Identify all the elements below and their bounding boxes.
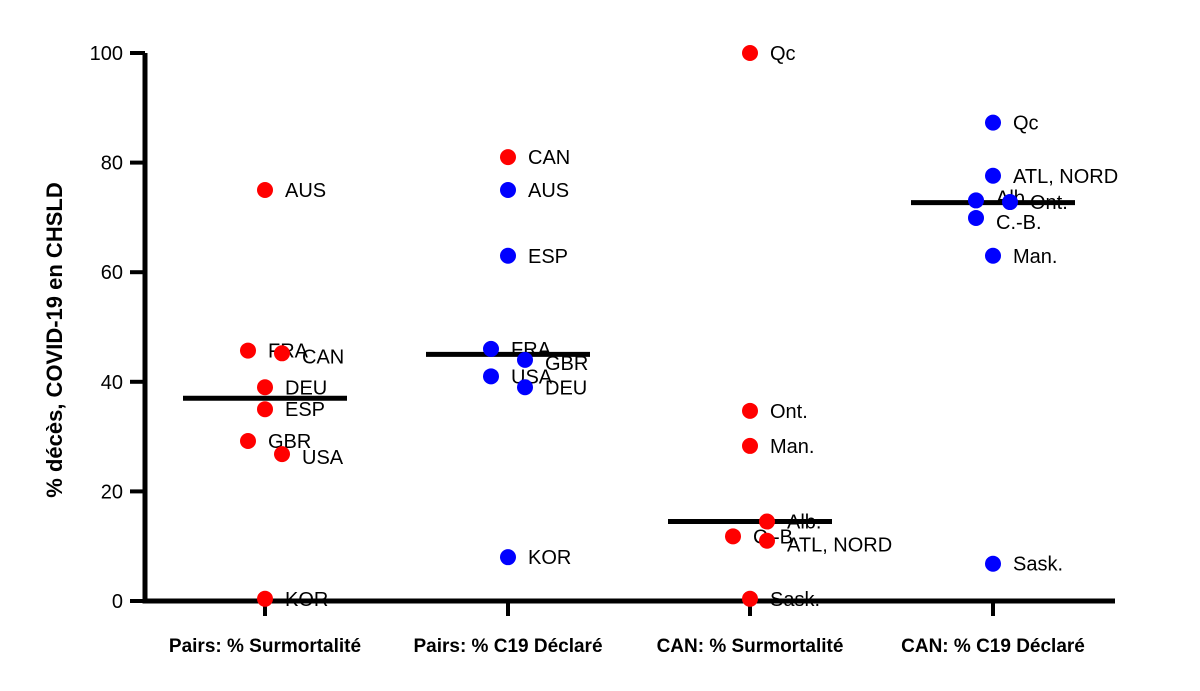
x-category-label: CAN: % C19 Déclaré bbox=[901, 636, 1085, 657]
data-point bbox=[240, 342, 256, 359]
x-categories: Pairs: % Surmortalité Pairs: % C19 Déclar… bbox=[169, 601, 1085, 657]
point-label: CAN bbox=[302, 346, 344, 368]
point-label: Man. bbox=[770, 436, 814, 458]
point-label: ATL, NORD bbox=[787, 535, 892, 557]
axes bbox=[142, 53, 1115, 604]
data-point bbox=[985, 247, 1001, 264]
data-point bbox=[742, 45, 758, 61]
data-point bbox=[968, 209, 984, 226]
point-label: C.-B. bbox=[996, 212, 1042, 234]
data-point bbox=[517, 379, 533, 396]
data-point bbox=[759, 513, 775, 530]
data-point bbox=[500, 182, 516, 198]
y-axis-label: % décès, COVID-19 en CHSLD bbox=[42, 182, 67, 497]
data-point bbox=[517, 351, 533, 368]
data-point bbox=[257, 379, 273, 396]
y-tick-label: 80 bbox=[101, 153, 123, 175]
point-label: AUS bbox=[285, 180, 326, 202]
data-point bbox=[483, 340, 499, 357]
x-category-label: CAN: % Surmortalité bbox=[657, 636, 844, 657]
data-point bbox=[1002, 194, 1018, 211]
data-point bbox=[483, 368, 499, 385]
point-label: Qc bbox=[1013, 113, 1039, 135]
data-point bbox=[500, 149, 516, 166]
data-point bbox=[500, 549, 516, 566]
data-point bbox=[725, 528, 741, 545]
y-tick-label: 60 bbox=[101, 262, 123, 284]
point-label: AUS bbox=[528, 180, 569, 202]
data-point bbox=[257, 182, 273, 198]
data-point bbox=[985, 167, 1001, 184]
y-tick-label: 0 bbox=[112, 591, 123, 613]
data-point bbox=[274, 345, 290, 362]
point-label: Alb. bbox=[787, 512, 821, 534]
x-category-label: Pairs: % Surmortalité bbox=[169, 636, 361, 657]
y-ticks: 0 20 40 60 80 100 bbox=[90, 43, 145, 613]
data-point bbox=[742, 590, 758, 607]
data-point bbox=[500, 247, 516, 264]
point-label: KOR bbox=[528, 547, 571, 569]
y-tick-label: 100 bbox=[90, 43, 123, 65]
point-label: USA bbox=[302, 447, 344, 469]
point-label: Qc bbox=[770, 43, 796, 65]
point-label: Ont. bbox=[770, 401, 808, 423]
point-label: Ont. bbox=[1030, 192, 1068, 214]
data-point bbox=[274, 446, 290, 463]
y-tick-label: 20 bbox=[101, 481, 123, 503]
point-label: Sask. bbox=[1013, 554, 1063, 576]
x-category-label: Pairs: % C19 Déclaré bbox=[413, 636, 602, 657]
point-label: ESP bbox=[285, 399, 325, 421]
data-point bbox=[257, 590, 273, 607]
data-point bbox=[742, 437, 758, 454]
median-lines bbox=[183, 200, 1075, 525]
point-label: Sask. bbox=[770, 589, 820, 611]
data-point bbox=[257, 401, 273, 418]
data-points: AUSFRACANDEUESPGBRUSAKORCANAUSESPFRAGBRU… bbox=[240, 43, 1118, 611]
point-label: CAN bbox=[528, 147, 570, 169]
data-point bbox=[240, 432, 256, 449]
point-label: ESP bbox=[528, 246, 568, 268]
y-tick-label: 40 bbox=[101, 372, 123, 394]
data-point bbox=[759, 532, 775, 549]
point-label: DEU bbox=[545, 377, 587, 399]
point-label: DEU bbox=[285, 377, 327, 399]
point-label: GBR bbox=[545, 353, 588, 375]
data-point bbox=[985, 555, 1001, 572]
data-point bbox=[742, 402, 758, 419]
point-label: KOR bbox=[285, 589, 328, 611]
data-point bbox=[985, 114, 1001, 131]
point-label: ATL, NORD bbox=[1013, 166, 1118, 188]
data-point bbox=[968, 192, 984, 209]
point-label: Man. bbox=[1013, 246, 1057, 268]
